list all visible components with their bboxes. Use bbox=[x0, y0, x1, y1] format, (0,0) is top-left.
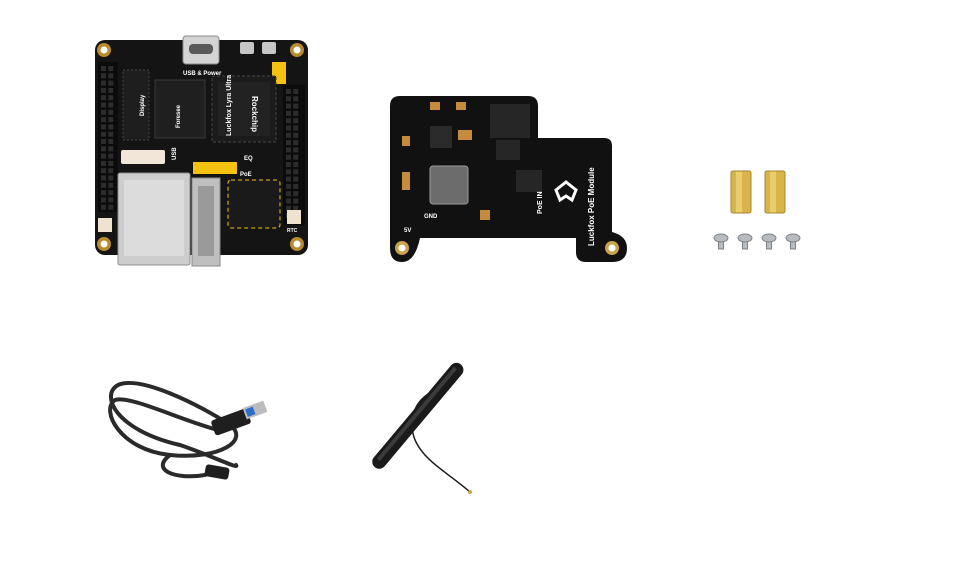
header-pin bbox=[293, 205, 299, 211]
header-pin bbox=[286, 147, 291, 153]
header-pin bbox=[286, 176, 291, 182]
header-pin bbox=[101, 204, 106, 210]
header-pin bbox=[293, 162, 299, 167]
header-pin bbox=[293, 154, 299, 160]
label-rtc: RTC bbox=[287, 228, 298, 234]
header-pin bbox=[108, 190, 114, 196]
header-pin bbox=[101, 73, 106, 79]
header-pin bbox=[101, 146, 106, 152]
header-pin bbox=[293, 183, 299, 189]
header-pin bbox=[293, 89, 299, 94]
label-poe-in: PoE IN bbox=[537, 191, 544, 214]
header-pin bbox=[286, 118, 291, 124]
header-pin bbox=[101, 124, 106, 130]
header-pin bbox=[101, 182, 106, 188]
header-pin bbox=[101, 197, 106, 203]
header-pin bbox=[293, 198, 299, 204]
label-poe-title: Luckfox PoE Module bbox=[587, 167, 596, 246]
header-pin bbox=[108, 109, 114, 115]
header-pin bbox=[108, 66, 114, 71]
header-pin bbox=[101, 139, 106, 144]
header-pin bbox=[293, 132, 299, 138]
header-pin bbox=[293, 103, 299, 109]
header-pin bbox=[286, 96, 291, 102]
header-pin bbox=[293, 191, 299, 197]
header-pin bbox=[293, 147, 299, 153]
header-pin bbox=[108, 117, 114, 123]
header-pin bbox=[108, 87, 114, 93]
label-ic: Foresee bbox=[176, 104, 182, 128]
header-pin bbox=[101, 160, 106, 166]
label-usb: USB bbox=[172, 147, 178, 160]
header-pin bbox=[286, 103, 291, 109]
header-pin bbox=[286, 183, 291, 189]
header-pin bbox=[108, 175, 114, 181]
label-display: Display bbox=[140, 94, 146, 116]
header-pin bbox=[286, 198, 291, 204]
label-usb-power: USB & Power bbox=[183, 71, 222, 77]
header-pin bbox=[293, 118, 299, 124]
header-pin bbox=[286, 125, 291, 131]
header-pin bbox=[101, 80, 106, 86]
header-pin bbox=[286, 162, 291, 167]
screw-icon bbox=[737, 233, 753, 250]
header-pin bbox=[108, 146, 114, 152]
label-chip: Rockchip bbox=[250, 96, 259, 132]
header-pin bbox=[286, 191, 291, 197]
header-pin bbox=[286, 154, 291, 160]
brass-standoff-icon bbox=[764, 170, 786, 214]
header-pin bbox=[108, 182, 114, 188]
header-pin bbox=[293, 125, 299, 131]
header-pin bbox=[108, 80, 114, 86]
header-pin bbox=[108, 73, 114, 79]
label-eq: EQ bbox=[244, 156, 253, 162]
header-pin bbox=[293, 96, 299, 102]
header-pin bbox=[101, 109, 106, 115]
header-pin bbox=[101, 190, 106, 196]
header-pin bbox=[108, 124, 114, 130]
header-pin bbox=[293, 169, 299, 175]
header-pin bbox=[293, 176, 299, 182]
header-pin bbox=[101, 131, 106, 137]
header-pin bbox=[286, 169, 291, 175]
header-pin bbox=[101, 153, 106, 159]
label-board-name: Luckfox Lyra Ultra bbox=[226, 75, 233, 136]
header-pin bbox=[108, 153, 114, 159]
header-pin bbox=[101, 66, 106, 71]
header-pin bbox=[108, 204, 114, 210]
screw-icon bbox=[761, 233, 777, 250]
header-pin bbox=[293, 140, 299, 146]
header-pin bbox=[108, 102, 114, 108]
header-pin bbox=[286, 89, 291, 94]
header-pin bbox=[286, 140, 291, 146]
header-pin bbox=[286, 205, 291, 211]
header-pin bbox=[108, 168, 114, 174]
screw-icon bbox=[713, 233, 729, 250]
label-5v: 5V bbox=[404, 228, 411, 234]
header-pin bbox=[101, 102, 106, 108]
header-pin bbox=[108, 197, 114, 203]
header-pin bbox=[108, 95, 114, 101]
header-pin bbox=[101, 95, 106, 101]
header-pin bbox=[108, 139, 114, 144]
header-pin bbox=[101, 168, 106, 174]
header-pin bbox=[108, 131, 114, 137]
header-pin bbox=[293, 110, 299, 116]
header-pin bbox=[108, 160, 114, 166]
header-pin bbox=[286, 132, 291, 138]
screw-icon bbox=[785, 233, 801, 250]
header-pin bbox=[101, 175, 106, 181]
header-pin bbox=[101, 117, 106, 123]
label-poe: PoE bbox=[240, 172, 252, 178]
header-pin bbox=[286, 110, 291, 116]
label-gnd: GND bbox=[424, 214, 438, 220]
header-pin bbox=[101, 87, 106, 93]
brass-standoff-icon bbox=[730, 170, 752, 214]
